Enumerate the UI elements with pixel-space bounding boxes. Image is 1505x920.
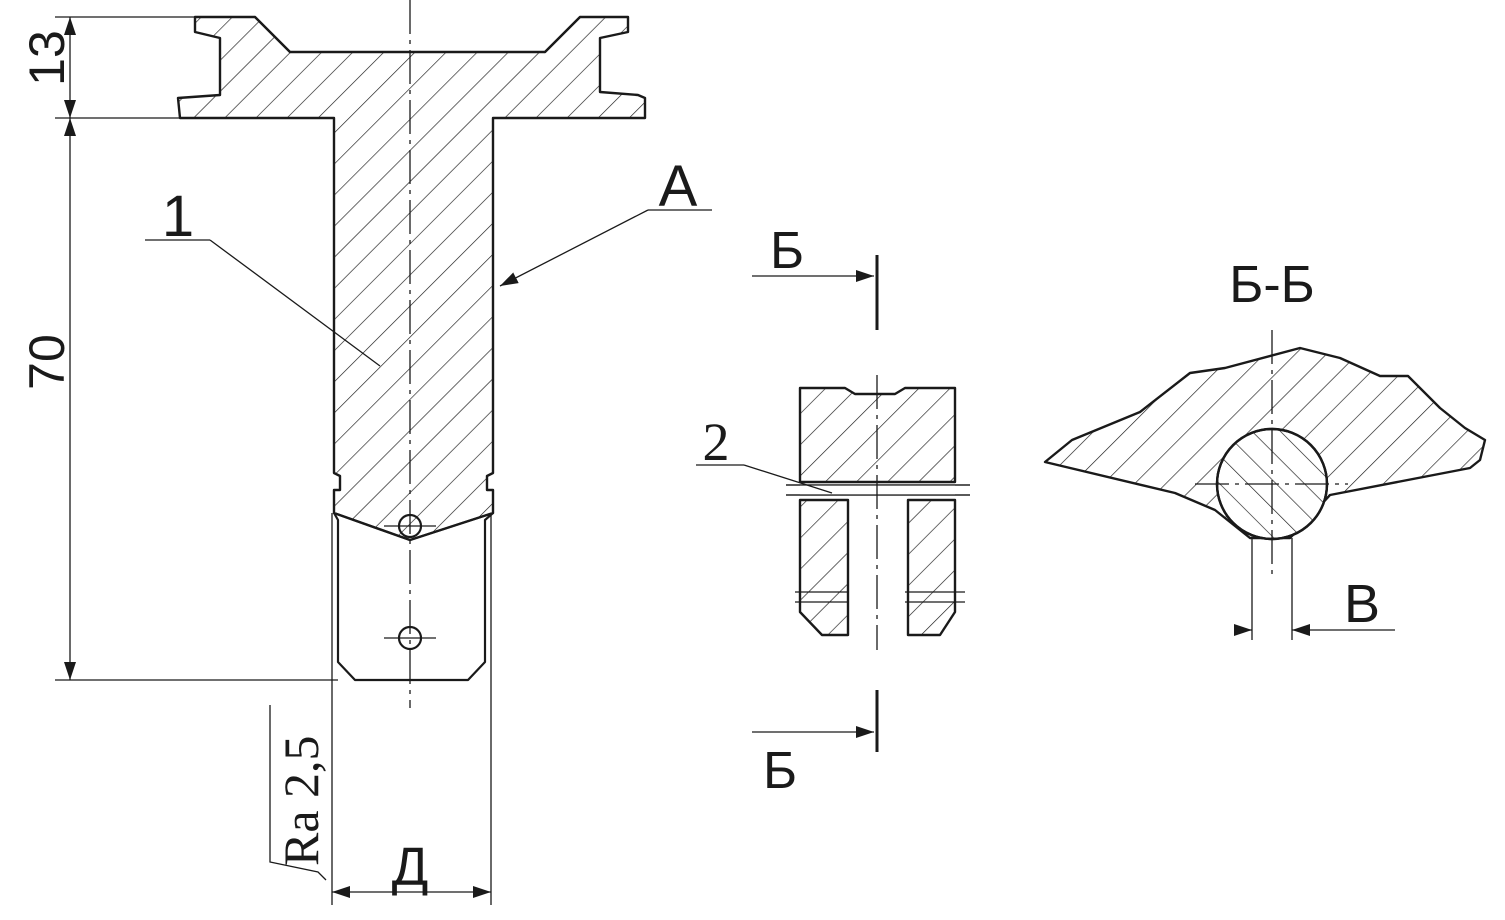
main-part-view: 13 70 Д Ra 2,5 1 А [19, 0, 712, 905]
roughness-label: Ra 2,5 [273, 735, 329, 866]
dim-13-label: 13 [19, 30, 75, 86]
flange-chamfer-left [253, 15, 292, 54]
section-bb-view: Б-Б В [1043, 256, 1487, 640]
section-mark-bottom-label: Б [763, 742, 797, 800]
fork-right-prong [906, 498, 957, 637]
fork-view: Б Б 2 [696, 222, 970, 800]
view-a-label: А [659, 154, 698, 219]
dim-b-label: В [1344, 574, 1380, 634]
flange-chamfer-right [543, 15, 582, 54]
leader-1-line [209, 239, 381, 367]
leader-2-line [743, 464, 833, 494]
section-title: Б-Б [1229, 256, 1315, 314]
roughness-symbol [269, 705, 327, 881]
dim-70-label: 70 [19, 334, 75, 390]
fork-left-prong [798, 498, 850, 637]
tip-outline [332, 511, 495, 682]
dim-d-label: Д [392, 837, 429, 897]
view-a-arrow [499, 209, 649, 287]
section-mark-top-label: Б [770, 222, 804, 280]
callout-2: 2 [703, 412, 730, 472]
flange-section [176, 15, 647, 542]
callout-1: 1 [162, 184, 194, 249]
